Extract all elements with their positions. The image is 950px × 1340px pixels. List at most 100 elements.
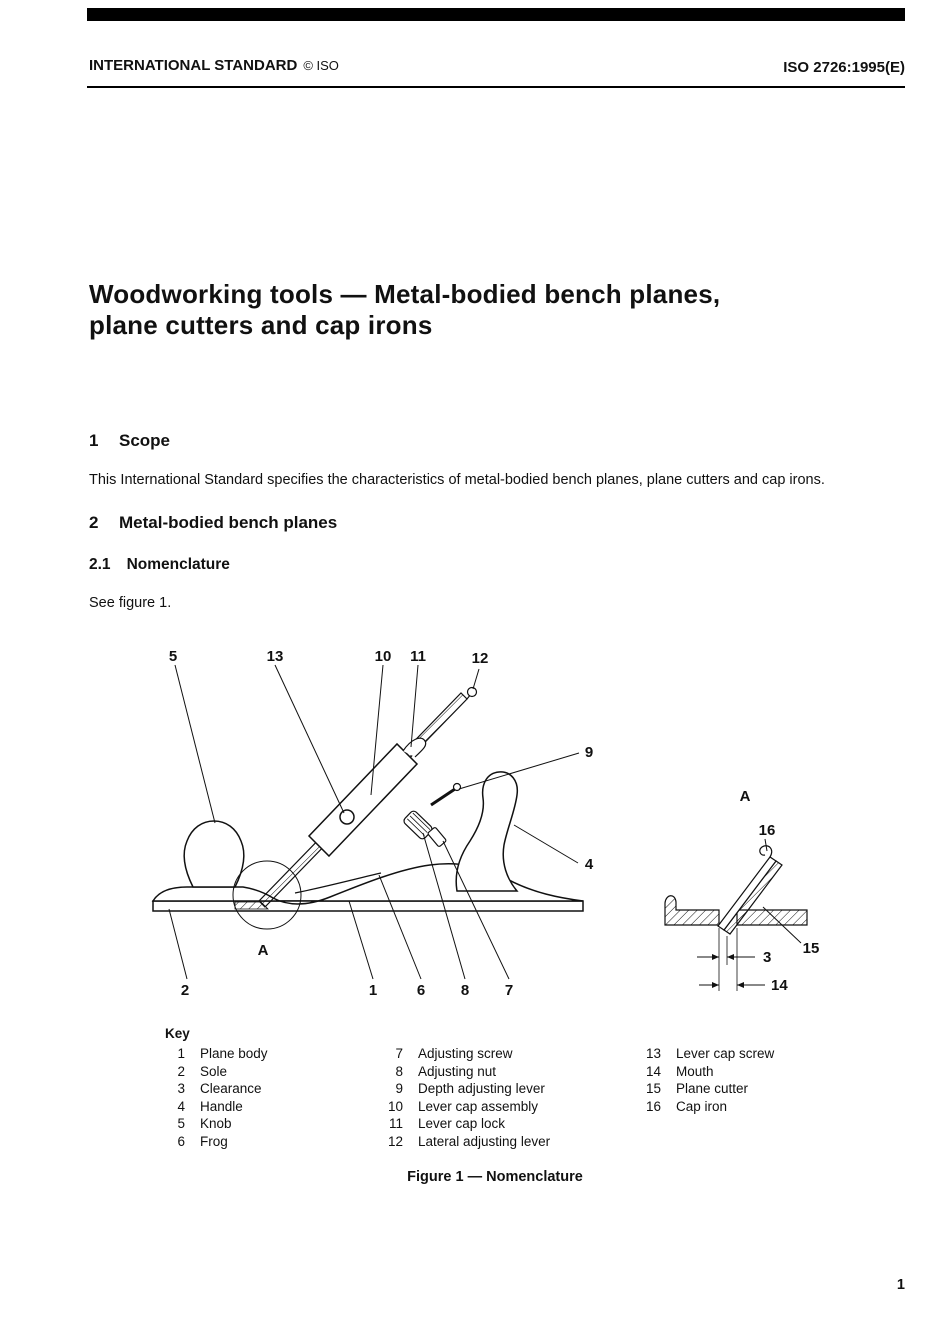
callout-7: 7: [505, 982, 513, 999]
scope-paragraph: This International Standard specifies th…: [89, 472, 825, 488]
key-title: Key: [165, 1026, 190, 1041]
key-item: 13 Lever cap screw: [641, 1045, 851, 1063]
key-item-number: 3: [177, 1081, 185, 1096]
heading-text: Scope: [119, 431, 171, 450]
key-item: 7 Adjusting screw: [383, 1045, 641, 1063]
sole-shape: [152, 900, 584, 912]
callout-9: 9: [585, 744, 593, 761]
callout-3: 3: [763, 949, 771, 966]
callout-a-detail: A: [740, 788, 751, 805]
detail-sole-left: [664, 895, 720, 926]
key-item-number: 9: [395, 1081, 403, 1096]
figure-caption: Figure 1 — Nomenclature: [407, 1169, 583, 1185]
heading-number: 2.1: [89, 556, 111, 573]
key-item-number: 13: [645, 1046, 661, 1061]
key-item-label: Plane body: [200, 1046, 268, 1061]
detail-leader-lines: [762, 838, 802, 944]
detail-sole-right: [736, 909, 808, 926]
heading-text: Metal-bodied bench planes: [119, 513, 338, 532]
key-item-number: 10: [387, 1098, 403, 1114]
callout-12: 12: [472, 650, 489, 667]
key-item: 9 Depth adjusting lever: [383, 1080, 641, 1098]
lever-cap-screw-shape: [339, 809, 355, 825]
key-item-label: Knob: [200, 1116, 232, 1131]
heading-scope: 1 Scope: [89, 431, 170, 451]
key-item-number: 6: [177, 1133, 185, 1149]
lever-cap-lock-shape: [402, 737, 427, 758]
dimension-clearance: [697, 954, 755, 960]
key-column-2: 7 Adjusting screw 8 Adjusting nut 9 Depth a…: [383, 1045, 641, 1150]
callout-2: 2: [181, 982, 189, 999]
callout-14: 14: [771, 977, 788, 994]
top-rule-bar: [87, 8, 905, 21]
key-item-number: 4: [177, 1098, 185, 1114]
key-item: 11 Lever cap lock: [383, 1115, 641, 1133]
key-item-label: Frog: [200, 1133, 228, 1149]
callout-a-main: A: [258, 942, 269, 959]
document-number: ISO 2726:1995(E): [783, 59, 905, 76]
key-item-label: Plane cutter: [676, 1081, 749, 1096]
key-item: 2 Sole: [165, 1063, 383, 1081]
lever-cap-shape: [307, 742, 419, 858]
callout-10: 10: [375, 648, 392, 665]
callout-11: 11: [410, 648, 426, 665]
copyright-label: © ISO: [303, 58, 339, 73]
frog-line: [294, 872, 382, 894]
key-item: 6 Frog: [165, 1133, 383, 1151]
key-item-number: 7: [395, 1046, 403, 1061]
standard-label: INTERNATIONAL STANDARD: [89, 57, 298, 74]
key-item: 12 Lateral adjusting lever: [383, 1133, 641, 1151]
key-item-label: Lever cap screw: [676, 1046, 775, 1061]
key-item-label: Mouth: [676, 1063, 714, 1079]
depth-lever-shape: [430, 787, 456, 807]
handle-shape: [455, 771, 519, 892]
key-item-number: 14: [645, 1063, 661, 1079]
key-item-number: 12: [387, 1133, 403, 1149]
key-item-label: Sole: [200, 1063, 228, 1079]
knob-shape: [183, 820, 245, 888]
lateral-lever-shape: [466, 686, 478, 698]
key-item-label: Cap iron: [676, 1098, 728, 1114]
key-item-number: 5: [177, 1116, 185, 1131]
extension-lines: [718, 928, 738, 991]
key-item-number: 8: [395, 1063, 403, 1079]
key-item-label: Lateral adjusting lever: [418, 1133, 551, 1149]
header-left: INTERNATIONAL STANDARD © ISO: [89, 57, 339, 74]
see-figure-text: See figure 1.: [89, 595, 172, 611]
heading-number: 1: [89, 431, 99, 450]
key-item-label: Depth adjusting lever: [418, 1081, 545, 1096]
detail-cap-iron-curl: [759, 845, 773, 858]
key-item: 5 Knob: [165, 1115, 383, 1133]
page-number: 1: [896, 1277, 905, 1293]
leader-lines: [168, 664, 580, 980]
key-item-number: 11: [388, 1116, 403, 1131]
detail-cap-iron-shape: [717, 856, 777, 931]
key-item-label: Adjusting nut: [418, 1063, 497, 1079]
figure-1: 5 13 10 11 12 9 4 2 A 1 6 8 7 A 16: [115, 635, 835, 1020]
callout-4: 4: [585, 856, 594, 873]
key-item-number: 2: [177, 1063, 185, 1079]
callout-15: 15: [803, 940, 820, 957]
adjusting-screw-shape: [427, 827, 447, 847]
callout-6: 6: [417, 982, 425, 999]
key-item-label: Lever cap lock: [418, 1116, 506, 1131]
heading-text: Nomenclature: [126, 556, 230, 573]
figure-drawing: 5 13 10 11 12 9 4 2 A 1 6 8 7 A 16: [151, 648, 820, 999]
callout-1: 1: [369, 982, 377, 999]
document-title: Woodworking tools — Metal-bodied bench p…: [89, 279, 721, 340]
key-item: 8 Adjusting nut: [383, 1063, 641, 1081]
callout-8: 8: [461, 982, 469, 999]
key-item-label: Adjusting screw: [418, 1046, 513, 1061]
heading-section21: 2.1 Nomenclature: [89, 556, 230, 574]
callout-13: 13: [267, 648, 284, 665]
